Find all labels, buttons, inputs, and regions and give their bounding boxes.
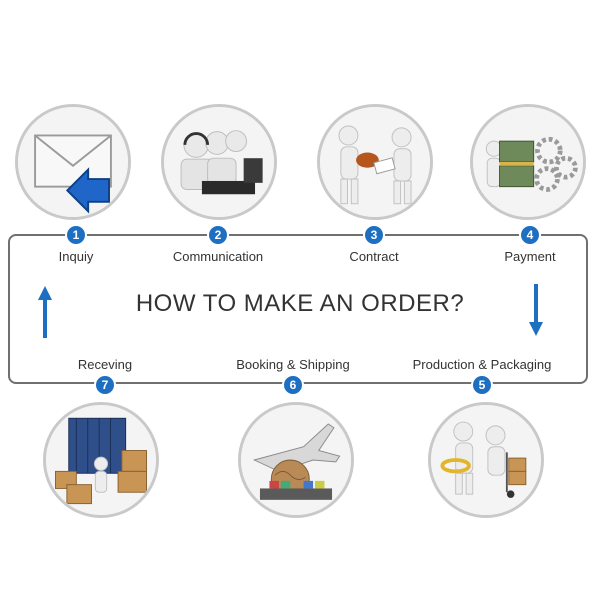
receiving-image — [43, 402, 159, 518]
arrow-down-icon — [529, 284, 543, 336]
airplane-globe-ship-icon — [241, 405, 351, 515]
step-7-label: Receving — [77, 357, 133, 372]
communication-image — [161, 104, 277, 220]
payment-image — [470, 104, 586, 220]
step-5-label: Production & Packaging — [412, 357, 552, 372]
money-gears-icon — [473, 107, 583, 217]
call-center-operators-icon — [164, 107, 274, 217]
contract-image — [317, 104, 433, 220]
step-1-badge: 1 — [67, 226, 85, 244]
container-boxes-icon — [46, 405, 156, 515]
production-image — [428, 402, 544, 518]
step-3-label: Contract — [349, 249, 399, 264]
cart-boxes-icon — [431, 405, 541, 515]
step-2-badge: 2 — [209, 226, 227, 244]
page-title: HOW TO MAKE AN ORDER? — [135, 290, 465, 317]
step-3-badge: 3 — [365, 226, 383, 244]
step-2-label: Communication — [172, 249, 264, 264]
step-4-badge: 4 — [521, 226, 539, 244]
step-7-badge: 7 — [96, 376, 114, 394]
step-1-label: Inquiy — [58, 249, 94, 264]
step-4-label: Payment — [504, 249, 556, 264]
handshake-contract-icon — [320, 107, 430, 217]
step-6-badge: 6 — [284, 376, 302, 394]
step-5-badge: 5 — [473, 376, 491, 394]
envelope-reply-icon — [18, 107, 128, 217]
shipping-image — [238, 402, 354, 518]
step-6-label: Booking & Shipping — [236, 357, 350, 372]
arrow-up-icon — [38, 286, 52, 338]
inquiry-image — [15, 104, 131, 220]
